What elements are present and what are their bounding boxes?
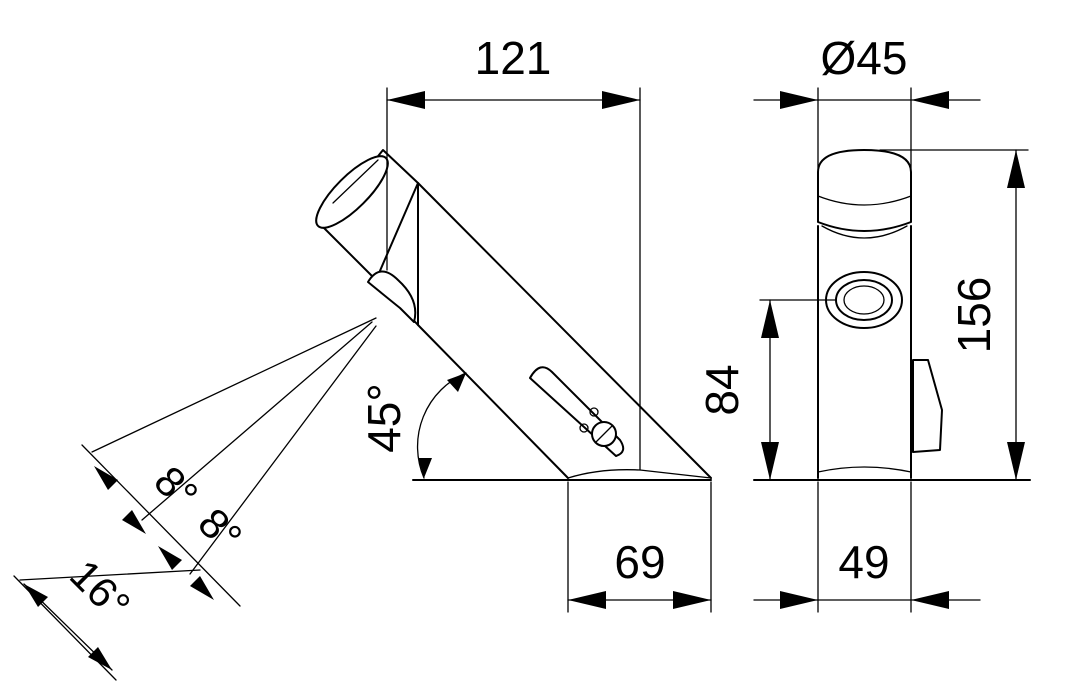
dim-84-arrow-bottom [761,442,779,480]
side-screw-slot [595,425,613,443]
spray-line-2 [141,321,373,521]
mount-angle-label: 45° [358,383,410,453]
front-head-cap [817,149,912,232]
spray-8-arrow-b [122,510,146,534]
dim-45-arrow-right [911,91,949,109]
side-body-front-edge [417,324,569,479]
spray-angle-right-label: 8° [189,499,251,561]
base-width-label: 49 [838,536,889,588]
front-side-lever [912,359,943,453]
front-view: Ø45 156 84 49 [696,32,1031,613]
spray-16-arrow-a [24,584,48,607]
spray-16-arrow-b [88,647,112,670]
dim-156-arrow-top [1007,150,1025,188]
spray-dim-8-line [81,444,241,607]
dim-49-arrow-right [911,591,949,609]
side-body-back-edge [417,182,712,479]
dim-121-arrow-left [387,91,425,109]
spray-dim-16-base [19,569,201,581]
spray-8-arrow-c [158,546,182,570]
spray-8-arrow-d [190,576,214,600]
side-cap-face [315,155,389,229]
dim-121-arrow-right [602,91,640,109]
spray-8-arrow-a [94,466,118,490]
side-cap-line [332,159,379,204]
side-small-dot-1 [579,423,589,433]
dim-49-arrow-left [780,591,818,609]
diameter-label: Ø45 [821,32,908,84]
dim-156-arrow-bottom [1007,442,1025,480]
angle-45-arrow-bottom [418,458,432,478]
dim-84-arrow-top [761,300,779,338]
angle-45-arrow-top [447,373,466,392]
front-cap-ring [817,195,912,206]
dim-45-arrow-left [780,91,818,109]
dim-69-arrow-right [673,591,711,609]
front-cap-lower [821,225,908,239]
front-sensor-core [843,285,885,315]
side-small-dot-2 [589,407,599,417]
sensor-height-label: 84 [696,364,748,415]
side-nozzle [367,270,417,323]
side-base-wedge [567,469,712,479]
dim-69-arrow-left [568,591,606,609]
base-depth-label: 69 [614,536,665,588]
spray-line-3 [189,325,377,575]
total-height-label: 156 [948,277,1000,354]
spray-line-1 [91,317,377,453]
spray-angle-total-label: 16° [61,551,139,629]
spout-length-label: 121 [475,32,552,84]
side-view: 45° 121 69 8° 8° 16° [13,32,712,681]
front-base-curve [817,466,912,473]
